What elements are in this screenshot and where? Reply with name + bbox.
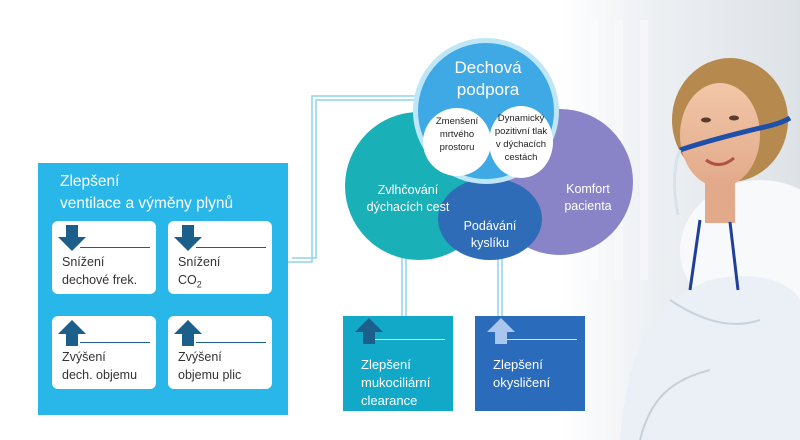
center-title-line1: Dechová — [454, 58, 522, 77]
card-respiratory-rate-text: Snížení dechové frek. — [62, 253, 137, 289]
oxygen-circle — [438, 178, 542, 260]
card-line2: dech. objemu — [62, 368, 138, 382]
card-co2: Snížení CO2 — [168, 221, 272, 294]
dead-space-line3: prostoru — [439, 142, 475, 153]
card-respiratory-rate: Snížení dechové frek. — [52, 221, 156, 294]
card-co2-text: Snížení CO2 — [178, 253, 220, 289]
oxygen-label: Podávání kyslíku — [450, 218, 530, 252]
card-line1: Zvýšení — [178, 350, 222, 364]
arrow-up-icon — [58, 320, 86, 346]
oxygen-line1: Podávání — [463, 219, 517, 233]
box-line3: clearance — [361, 393, 418, 408]
arrow-up-icon — [487, 318, 515, 344]
box-divider — [507, 339, 577, 340]
patient-photo — [560, 0, 800, 440]
pressure-line1: Dynamický — [497, 113, 545, 124]
card-tidal-volume: Zvýšení dech. objemu — [52, 316, 156, 389]
center-title-line2: podpora — [456, 80, 520, 99]
ventilation-title-line2: ventilace a výměny plynů — [60, 195, 234, 212]
card-divider — [80, 342, 150, 343]
comfort-label: Komfort pacienta — [548, 181, 628, 215]
pressure-label: Dynamický pozitivní tlak v dýchacích ces… — [486, 112, 556, 164]
co2-main: CO — [178, 273, 197, 287]
ventilation-panel-title: Zlepšení ventilace a výměny plynů — [60, 171, 280, 215]
arrow-down-icon — [58, 225, 86, 251]
card-tidal-volume-text: Zvýšení dech. objemu — [62, 348, 137, 384]
box-line1: Zlepšení — [361, 357, 411, 372]
box-line1: Zlepšení — [493, 357, 543, 372]
box-divider — [375, 339, 445, 340]
arrow-up-icon — [174, 320, 202, 346]
mucociliary-box: Zlepšení mukociliární clearance — [343, 316, 453, 411]
card-lung-volume-text: Zvýšení objemu plic — [178, 348, 241, 384]
card-divider — [196, 342, 266, 343]
pressure-circle — [489, 106, 553, 178]
oxygen-line2: kyslíku — [470, 236, 510, 250]
card-lung-volume: Zvýšení objemu plic — [168, 316, 272, 389]
dead-space-label: Zmenšení mrtvého prostoru — [423, 115, 491, 154]
humidification-label: Zvlhčování dýchacích cest — [358, 182, 458, 216]
arrow-up-icon — [355, 318, 383, 344]
humidification-line2: dýchacích cest — [366, 200, 450, 214]
card-line2: objemu plic — [178, 368, 242, 382]
dead-space-line1: Zmenšení — [435, 116, 479, 127]
center-title: Dechová podpora — [433, 57, 543, 101]
comfort-line2: pacienta — [564, 199, 612, 213]
arrow-down-icon — [174, 225, 202, 251]
card-line2: dechové frek. — [62, 273, 138, 287]
mucociliary-text: Zlepšení mukociliární clearance — [361, 356, 430, 410]
card-line1: Snížení — [62, 255, 105, 269]
pressure-line3: v dýchacích — [495, 139, 547, 150]
card-divider — [80, 247, 150, 248]
card-line1: Zvýšení — [62, 350, 106, 364]
dead-space-line2: mrtvého — [439, 129, 475, 140]
pressure-line4: cestách — [504, 152, 538, 163]
co2-subscript: 2 — [196, 279, 202, 290]
ventilation-title-line1: Zlepšení — [60, 173, 120, 190]
comfort-line1: Komfort — [566, 182, 610, 196]
dead-space-circle — [423, 108, 491, 176]
humidification-line1: Zvlhčování — [377, 183, 439, 197]
oxygenation-text: Zlepšení okysličení — [493, 356, 550, 392]
pressure-line2: pozitivní tlak — [494, 126, 548, 137]
card-line1: Snížení — [178, 255, 221, 269]
box-line2: okysličení — [493, 375, 551, 390]
oxygenation-box: Zlepšení okysličení — [475, 316, 585, 411]
card-divider — [196, 247, 266, 248]
card-line2: CO2 — [178, 271, 220, 289]
box-line2: mukociliární — [361, 375, 431, 390]
